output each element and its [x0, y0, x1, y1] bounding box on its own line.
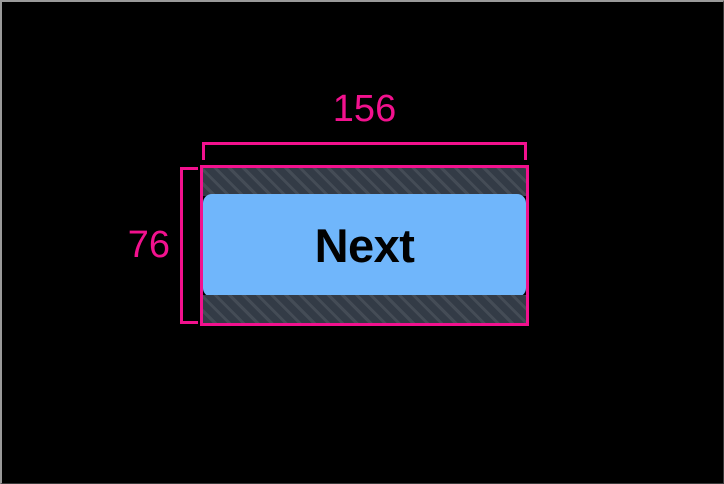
height-dimension-bracket	[180, 167, 198, 324]
width-dimension-bracket	[202, 142, 527, 160]
bottom-padding-hatch	[203, 295, 526, 323]
top-padding-hatch	[203, 168, 526, 196]
button-label: Next	[314, 219, 415, 272]
next-button[interactable]: Next	[203, 168, 526, 323]
button-face[interactable]: Next	[203, 194, 526, 297]
height-dimension-label: 76	[127, 224, 170, 266]
width-dimension-label: 156	[332, 88, 397, 130]
